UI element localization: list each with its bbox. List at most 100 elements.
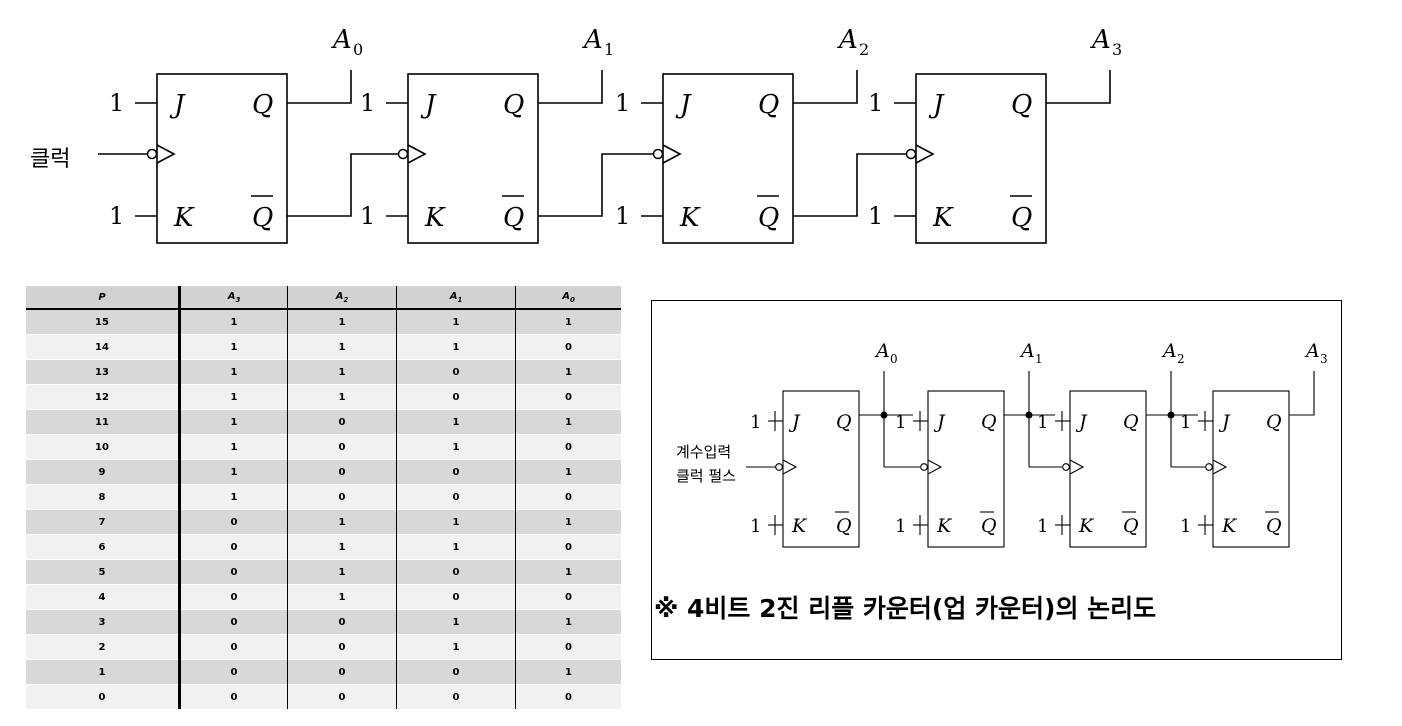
output-label-A1: A [582, 25, 603, 55]
input-one-k-1: 1 [360, 202, 375, 230]
clock-bubble-0 [146, 148, 158, 160]
input-one-j-3: 1 [868, 89, 883, 117]
table-cell: 1 [26, 659, 180, 685]
clock-bubble-2 [1062, 463, 1070, 471]
table-cell: 6 [26, 534, 180, 560]
column-header-sub-1: 3 [235, 295, 241, 304]
flip-flop-2 [662, 73, 794, 244]
input-one-k-2: 1 [615, 202, 630, 230]
table-cell: 0 [178, 534, 288, 560]
pin-qbar-2: Q [758, 203, 779, 233]
input-one-k-0: 1 [750, 516, 761, 537]
table-cell: 1 [515, 409, 621, 435]
flip-flop-0 [156, 73, 288, 244]
output-sub-0: 0 [890, 352, 898, 366]
flip-flop-2 [1069, 390, 1147, 548]
table-cell: 1 [515, 308, 621, 335]
table-cell: 5 [26, 559, 180, 585]
output-label-A3: A [1304, 340, 1320, 362]
table-cell: 0 [515, 384, 621, 410]
flip-flop-3 [915, 73, 1047, 244]
input-one-j-1: 1 [895, 412, 906, 433]
table-cell: 0 [178, 659, 288, 685]
flip-flop-1 [407, 73, 539, 244]
pin-j-3: J [928, 90, 945, 120]
table-cell: 1 [178, 334, 288, 360]
clock-bubble-2 [652, 148, 664, 160]
table-cell: 1 [178, 434, 288, 460]
table-cell: 1 [396, 534, 516, 560]
column-header-sub-4: 0 [569, 295, 575, 304]
pin-q-0: Q [836, 411, 852, 433]
table-cell: 1 [178, 384, 288, 410]
pin-k-0: K [173, 203, 195, 233]
table-cell: 0 [396, 584, 516, 610]
table-cell: 0 [287, 459, 397, 485]
column-header-sub-3: 1 [457, 295, 463, 304]
table-cell: 0 [178, 609, 288, 635]
table-cell: 1 [287, 559, 397, 585]
pin-j-3: J [1218, 411, 1231, 433]
output-label-A2: A [1161, 340, 1177, 362]
pin-qbar-1: Q [981, 515, 997, 537]
column-header-main-3: A [449, 290, 458, 302]
pin-q-3: Q [1011, 90, 1032, 120]
pin-q-2: Q [758, 90, 779, 120]
column-header-main-0: P [98, 291, 106, 303]
clock-bubble-0 [775, 463, 783, 471]
table-cell: 1 [178, 359, 288, 385]
input-one-k-3: 1 [1180, 516, 1191, 537]
table-cell: 1 [396, 434, 516, 460]
table-cell: 1 [515, 359, 621, 385]
table-cell: 1 [515, 559, 621, 585]
table-cell: 0 [287, 634, 397, 660]
table-cell: 0 [287, 409, 397, 435]
input-one-j-0: 1 [109, 89, 124, 117]
table-cell: 1 [396, 609, 516, 635]
output-sub-1: 1 [604, 40, 614, 59]
output-label-A3: A [1090, 25, 1111, 55]
clock-triangle-2 [662, 144, 682, 164]
qbar-to-next-clock-0 [287, 153, 398, 217]
output-sub-2: 2 [1177, 352, 1185, 366]
table-cell: 14 [26, 334, 180, 360]
qbar-to-next-clock-1 [538, 153, 653, 217]
table-cell: 0 [515, 434, 621, 460]
table-cell: 1 [287, 509, 397, 535]
table-cell: 9 [26, 459, 180, 485]
table-cell: 0 [178, 584, 288, 610]
pin-q-1: Q [503, 90, 524, 120]
pin-j-2: J [1075, 411, 1088, 433]
clock-triangle-3 [915, 144, 935, 164]
input-one-j-2: 1 [615, 89, 630, 117]
clock-triangle-2 [1069, 459, 1085, 475]
q-output-wire-1 [538, 70, 603, 104]
output-sub-0: 0 [353, 40, 363, 59]
pin-q-1: Q [981, 411, 997, 433]
pin-j-1: J [933, 411, 946, 433]
flip-flop-0 [782, 390, 860, 548]
column-header-main-4: A [562, 290, 570, 302]
clock-triangle-1 [407, 144, 427, 164]
table-cell: 1 [396, 634, 516, 660]
clock-bubble-1 [397, 148, 409, 160]
table-cell: 0 [178, 634, 288, 660]
pin-qbar-0: Q [252, 203, 273, 233]
table-cell: 0 [515, 684, 621, 709]
clock-triangle-0 [156, 144, 176, 164]
table-cell: 0 [396, 384, 516, 410]
column-header-4: A0 [515, 286, 621, 310]
input-one-k-1: 1 [895, 516, 906, 537]
clock-triangle-1 [927, 459, 943, 475]
table-cell: 1 [515, 459, 621, 485]
table-cell: 10 [26, 434, 180, 460]
table-cell: 3 [26, 609, 180, 635]
